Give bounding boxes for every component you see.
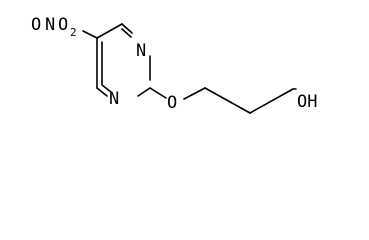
bond-n3-c4: [96, 87, 108, 97]
bond-c2-n3: [137, 87, 151, 97]
bond-c5-nitro: [82, 30, 98, 39]
bond-c6-n1: [121, 23, 133, 34]
hydroxyl-label: OH: [297, 92, 317, 112]
bond-c5-c6: [96, 23, 123, 39]
bond-n3-c4-inner: [101, 84, 112, 93]
structure-diagram: O N O 2 N N O OH: [31, 15, 317, 114]
ring-nitrogen-top-label: N: [136, 41, 146, 61]
ether-oxygen-label: O: [167, 93, 177, 113]
bond-o-ch2: [183, 87, 206, 100]
bond-ch2-ch2: [204, 87, 251, 114]
bond-ch2-oh: [249, 88, 294, 114]
nitro-oxygen-1-label: O: [31, 15, 41, 35]
bond-c2-ether-o: [149, 87, 167, 99]
nitro-oxygen-2-label: O: [58, 15, 68, 35]
bond-c6-n1-inner: [121, 28, 132, 38]
ring-nitrogen-bottom-label: N: [109, 89, 119, 109]
nitro-nitrogen-label: N: [45, 15, 55, 35]
nitro-subscript-label: 2: [70, 26, 77, 39]
